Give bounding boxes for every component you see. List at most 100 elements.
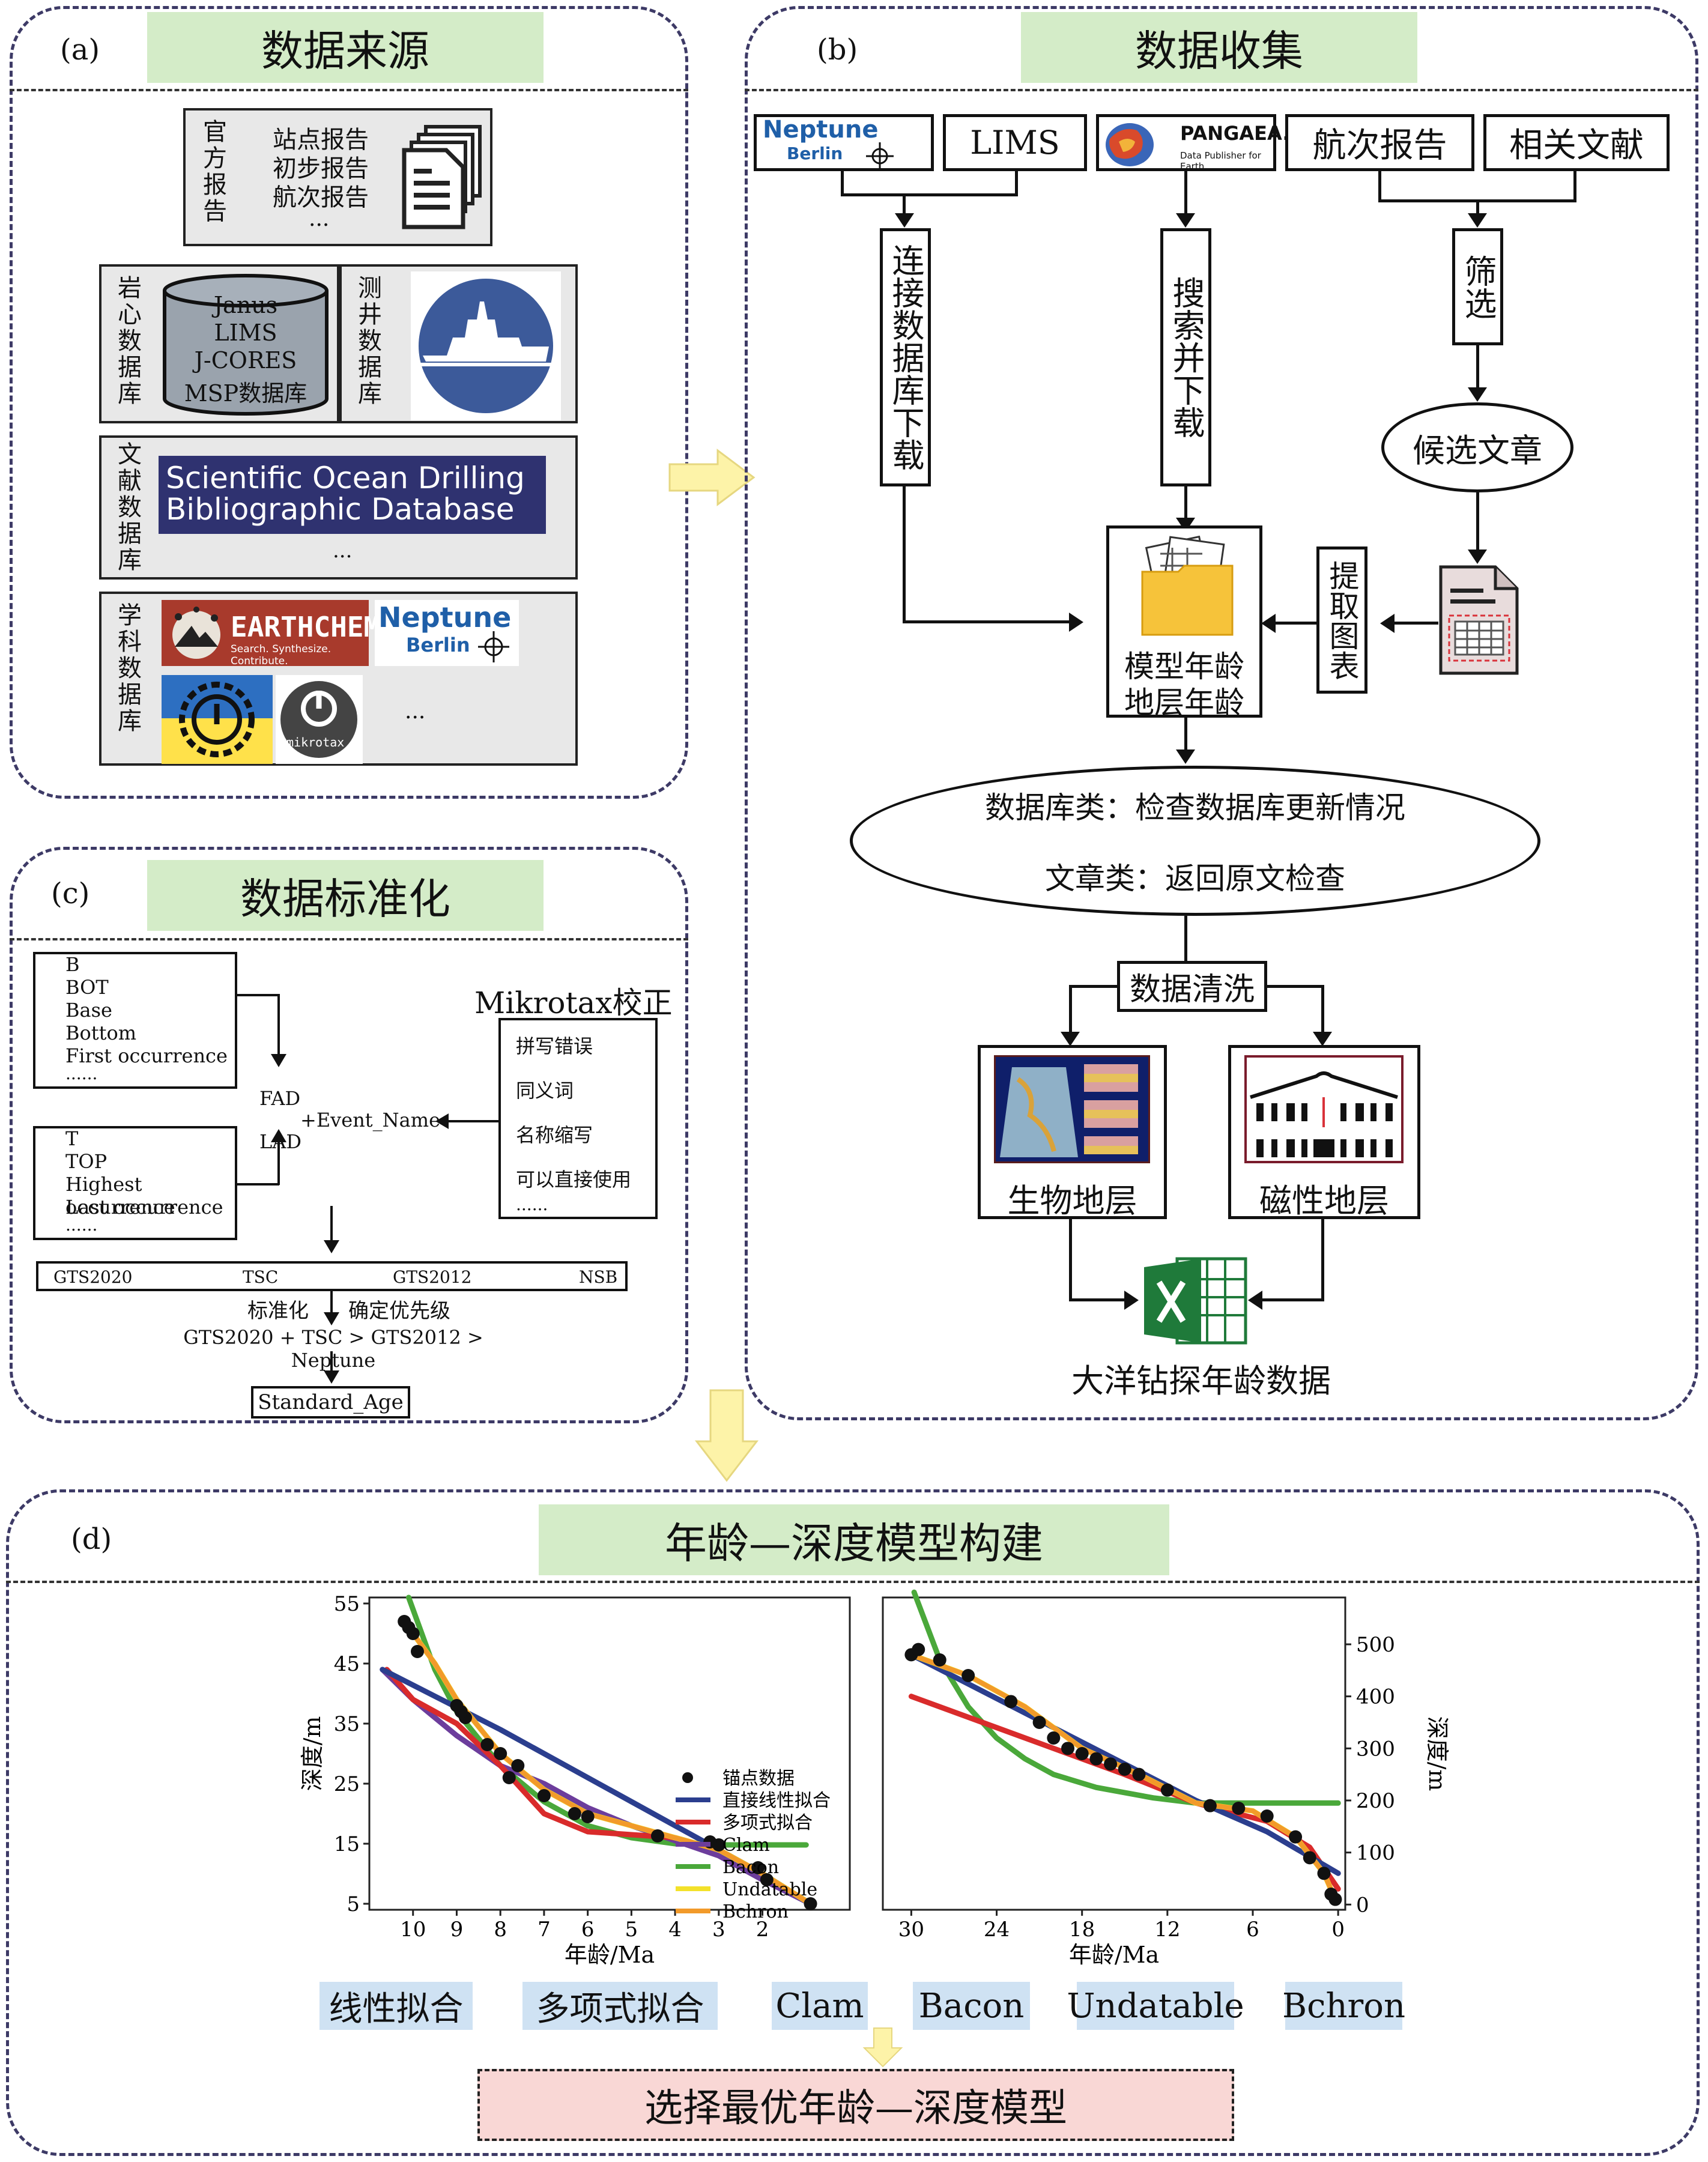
- top-term: TOP: [65, 1150, 108, 1173]
- connector: [841, 193, 1018, 196]
- banner-line-2: Bibliographic Database: [166, 492, 515, 527]
- official-report-item: 站点报告: [273, 126, 369, 154]
- standardize-label: 标准化: [247, 1299, 309, 1323]
- anchor-point: [1104, 1757, 1118, 1771]
- anchor-point: [1004, 1695, 1018, 1709]
- data-cleaning-box: 数据清洗: [1117, 961, 1267, 1012]
- biostratigraphy-label: 生物地层: [1007, 1182, 1137, 1220]
- anchor-point: [1047, 1731, 1061, 1745]
- anchor-point: [494, 1747, 507, 1760]
- check-article-text: 文章类：返回原文检查: [1045, 861, 1345, 896]
- anchor-point: [1160, 1783, 1174, 1797]
- connector: [1476, 199, 1479, 217]
- folder-icon: [1141, 536, 1234, 636]
- connector: [1267, 985, 1324, 988]
- base-term: B: [65, 953, 80, 976]
- anchor-point: [1118, 1763, 1131, 1776]
- search-download-box: 搜索并下载: [1160, 228, 1211, 486]
- arrowhead-down: [1468, 387, 1487, 402]
- literature-more: ...: [333, 539, 353, 563]
- connector: [1069, 985, 1072, 1036]
- biostratigraphy-chart-icon: [994, 1055, 1150, 1163]
- select-best-model-box: 选择最优年龄—深度模型: [477, 2069, 1234, 2141]
- anchor-point: [450, 1699, 464, 1712]
- anchor-point: [411, 1645, 424, 1658]
- x-tick-label: 8: [494, 1918, 507, 1942]
- method-tag-undatable: Undatable: [1067, 1982, 1244, 2030]
- neptune-logo-a-word: Neptune: [378, 601, 512, 634]
- anchor-point: [511, 1759, 525, 1772]
- panel-c-label: (c): [51, 877, 90, 910]
- core-db-item: MSP数据库: [184, 380, 307, 407]
- anchor-point: [651, 1829, 664, 1843]
- subject-database-side-label: 学科数据库: [114, 602, 141, 734]
- x-tick-label: 0: [1331, 1918, 1345, 1942]
- anchor-point: [1075, 1747, 1089, 1760]
- final-select-arrow-down: [862, 2027, 903, 2068]
- official-report-item: ...: [309, 207, 330, 231]
- anchor-point: [1260, 1809, 1274, 1823]
- mikrotax-correction-title: Mikrotax校正: [474, 986, 673, 1020]
- x-axis-label: 年龄/Ma: [1069, 1942, 1159, 1968]
- connector: [277, 994, 280, 1057]
- arrowhead-left: [1248, 1291, 1262, 1310]
- magnetostratigraphy-label: 磁性地层: [1259, 1182, 1389, 1220]
- method-tag-bacon: Bacon: [913, 1982, 1030, 2030]
- time-scale: NSB: [579, 1267, 618, 1287]
- connector: [1184, 718, 1187, 754]
- check-database-text: 数据库类：检查数据库更新情况: [985, 790, 1405, 825]
- time-scale: TSC: [243, 1267, 279, 1287]
- connector: [447, 1120, 498, 1122]
- pangaea-globe-icon: [1106, 123, 1154, 166]
- connect-database-download-box: 连接数据库下载: [880, 228, 931, 486]
- legend-label: Bacon: [722, 1857, 779, 1878]
- anchor-point: [1089, 1752, 1103, 1766]
- arrowhead-down: [895, 213, 914, 228]
- mikrotax-item: 拼写错误: [516, 1035, 593, 1058]
- base-term: Base: [65, 999, 112, 1022]
- panel-b-title: 数据收集: [1021, 12, 1417, 83]
- panel-d-header-divider: [6, 1581, 1700, 1583]
- mikrotax-word: mikrotax: [286, 735, 345, 749]
- panel-c-header-divider: [10, 938, 688, 940]
- extract-figures-box: 提取图表: [1316, 547, 1367, 694]
- top-terms-box: T TOP Highest occurrence Last occurrence…: [33, 1126, 237, 1240]
- series-line: [380, 1667, 813, 1907]
- core-database-side-label: 岩心数据库: [114, 275, 141, 407]
- drilling-ship-logo-icon: [411, 271, 561, 420]
- biostratigraphy-box: 生物地层: [978, 1045, 1167, 1220]
- earthchem-tagline: Search. Synthesize. Contribute.: [231, 643, 332, 667]
- earthchem-name: EARTHCHEM: [231, 611, 381, 643]
- arrowhead-down: [324, 1312, 339, 1325]
- anchor-point: [962, 1669, 975, 1682]
- database-cylinder-icon: [163, 274, 329, 416]
- y-tick-label: 0: [1356, 1893, 1369, 1917]
- time-scale: GTS2020: [53, 1267, 133, 1287]
- candidate-articles-ellipse: 候选文章: [1381, 402, 1573, 492]
- check-ellipse: 数据库类：检查数据库更新情况 文章类：返回原文检查: [850, 766, 1540, 916]
- mikrotax-items-box: 拼写错误 同义词 名称缩写 可以直接使用 ......: [498, 1018, 658, 1219]
- mikrotax-item: 同义词: [516, 1079, 574, 1102]
- earthchem-logo: EARTHCHEM Search. Synthesize. Contribute…: [162, 600, 380, 667]
- source-lims-box: LIMS: [943, 114, 1087, 171]
- legend-label: Undatable: [722, 1879, 817, 1900]
- connector: [1476, 492, 1479, 553]
- source-neptune-compass-icon: [866, 142, 894, 170]
- top-term: T: [65, 1127, 79, 1150]
- time-scale: GTS2012: [393, 1267, 472, 1287]
- panel-b: [745, 6, 1698, 1420]
- core-db-item: Janus: [213, 292, 278, 318]
- anchor-point: [1132, 1767, 1146, 1781]
- anchor-point: [1061, 1742, 1074, 1755]
- connector: [1321, 985, 1324, 1036]
- panel-b-header-divider: [745, 89, 1698, 91]
- arrowhead-right: [1069, 613, 1083, 632]
- x-tick-label: 6: [581, 1918, 595, 1942]
- legend-marker: [682, 1772, 693, 1783]
- logging-database-box: 测井数据库: [339, 264, 578, 423]
- arrowhead-down: [271, 1054, 286, 1067]
- anchor-point: [537, 1789, 551, 1802]
- method-tag-bchron: Bchron: [1282, 1982, 1405, 2030]
- connector: [1261, 1298, 1324, 1301]
- priority-label: 确定优先级: [348, 1299, 450, 1323]
